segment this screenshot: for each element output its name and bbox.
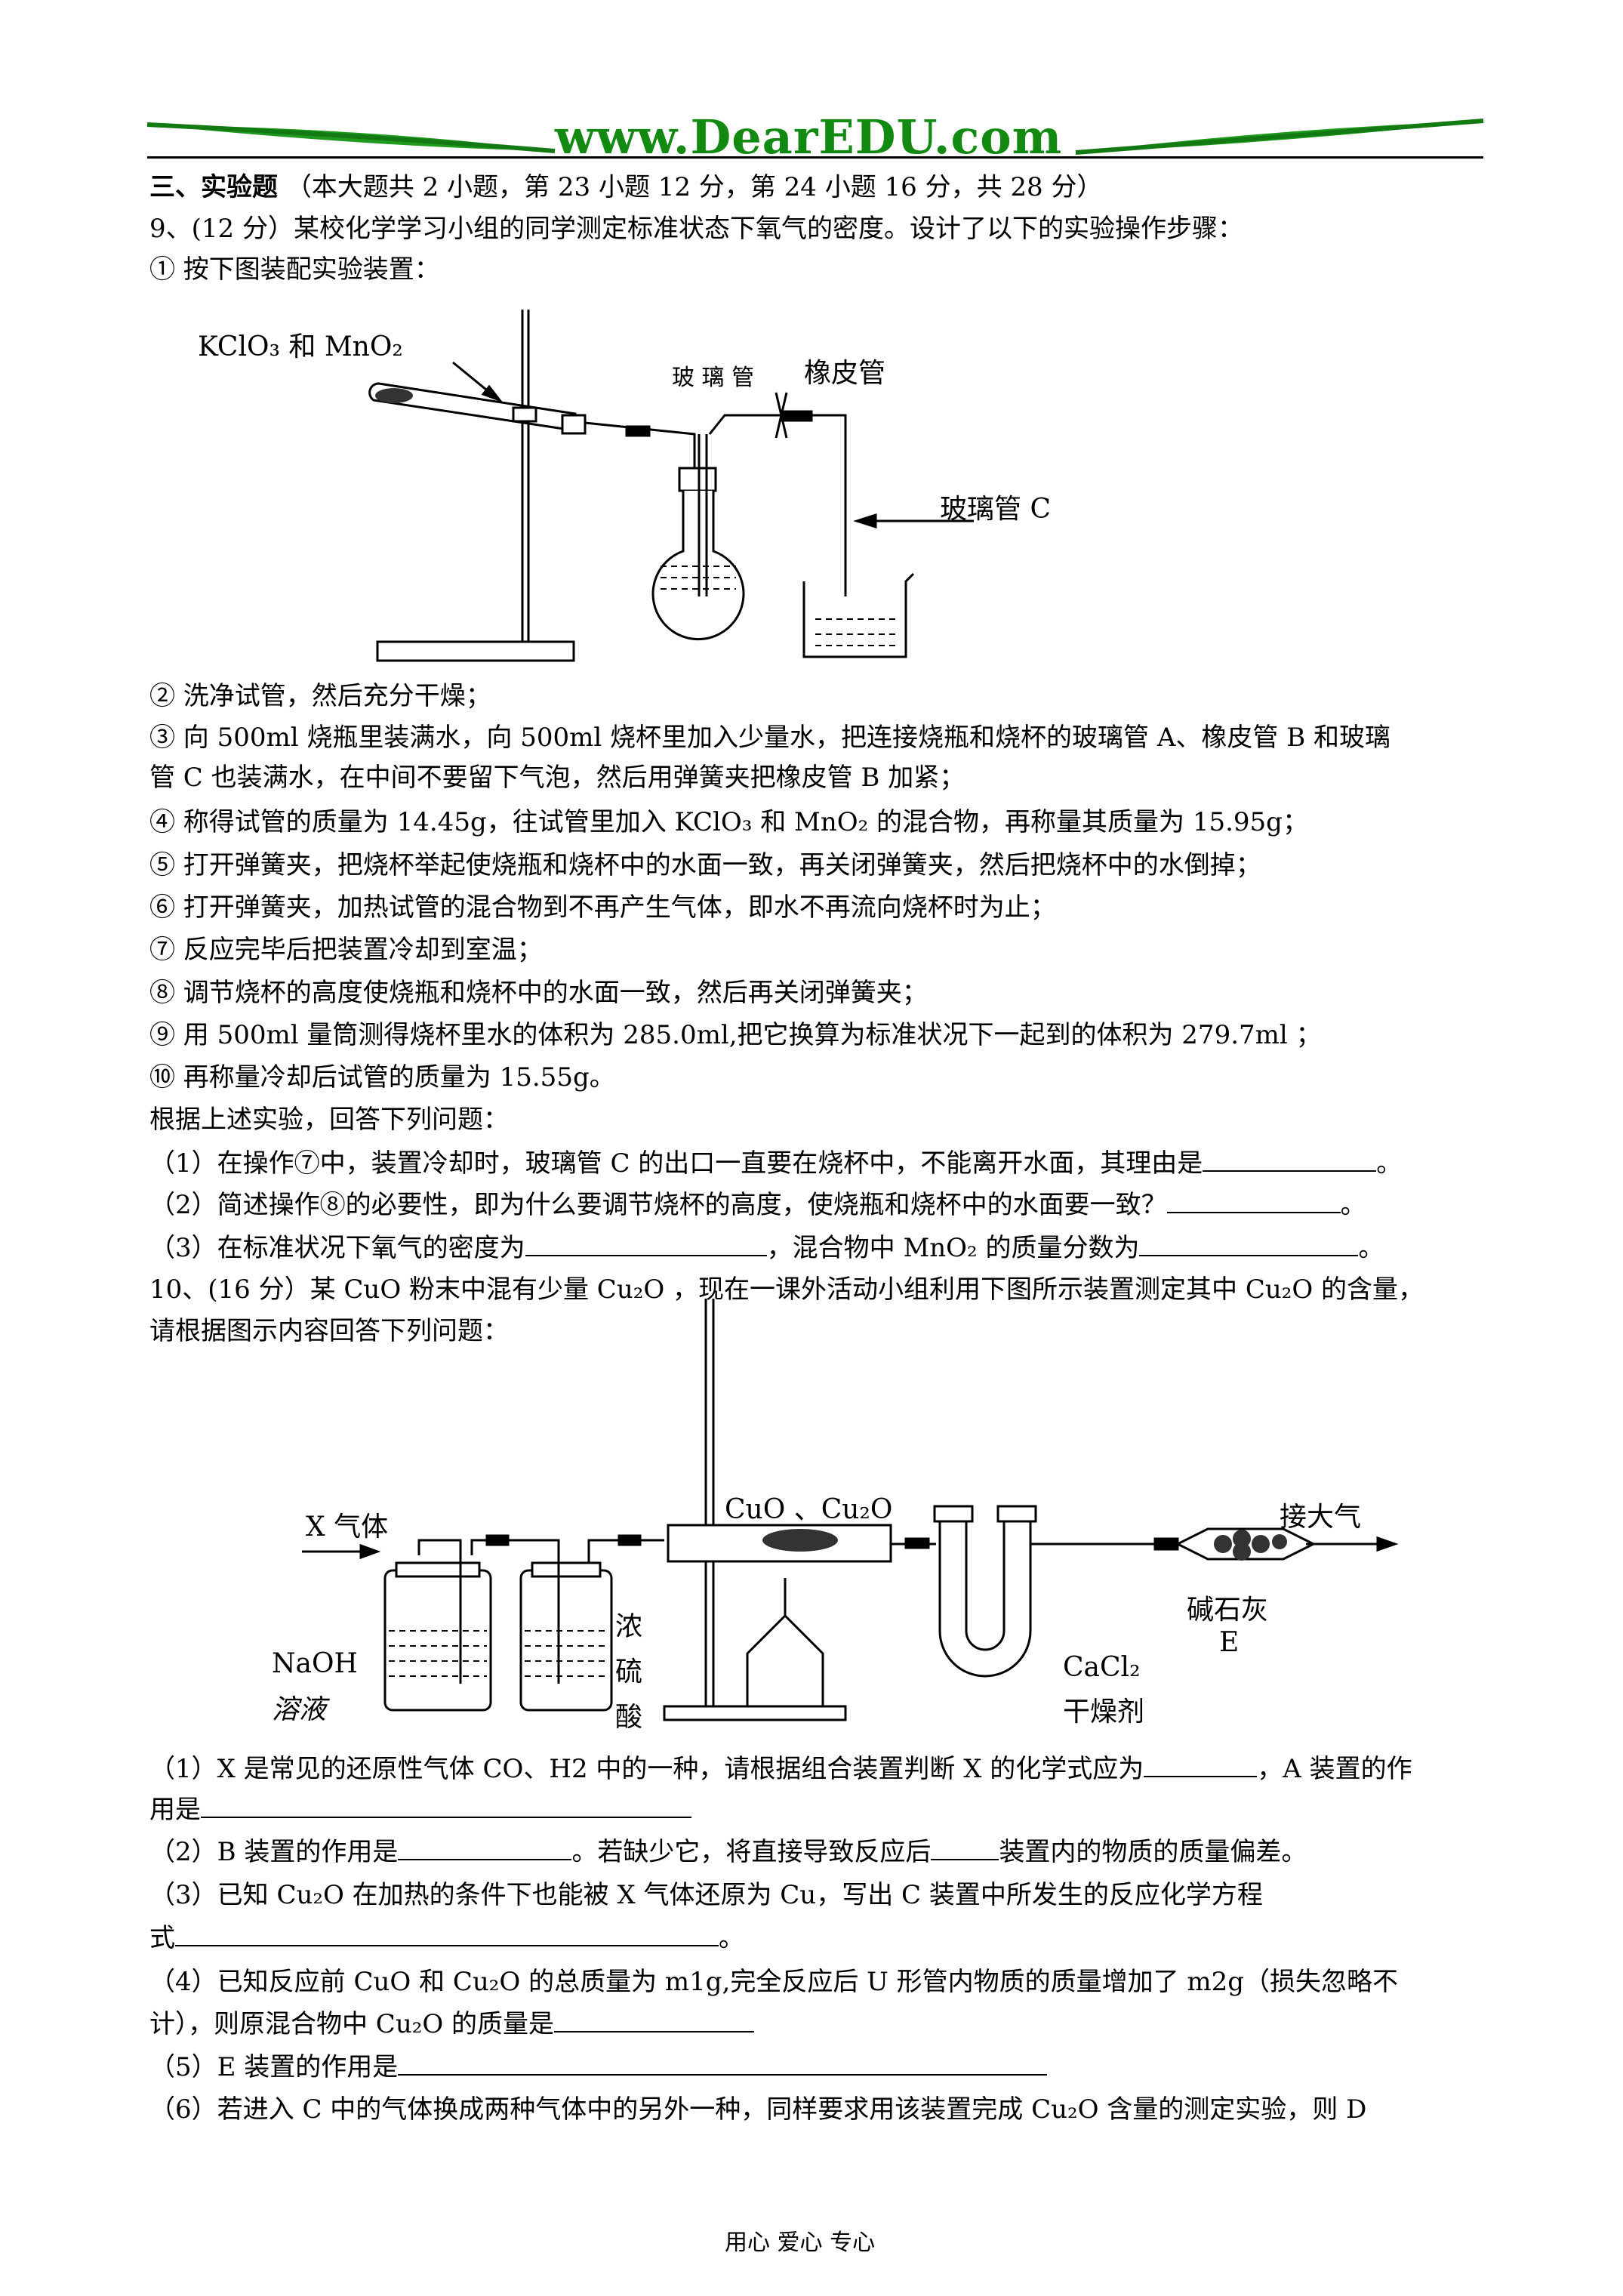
period: 。 — [1376, 1148, 1403, 1179]
answer-blank[interactable] — [554, 2008, 755, 2032]
label-e: E — [1219, 1627, 1240, 1658]
q10-question2-text-c: 装置内的物质的质量偏差。 — [999, 1837, 1307, 1867]
q10-question2: （2）B 装置的作用是 。若缺少它，将直接导致反应后 装置内的物质的质量偏差。 — [149, 1836, 1307, 1867]
q10-question1: （1）X 是常见的还原性气体 CO、H2 中的一种，请根据组合装置判断 X 的化… — [149, 1753, 1412, 1784]
footer-text: 用心 爱心 专心 — [725, 2230, 876, 2256]
label-glass-tube-c: 玻璃管 C — [940, 494, 1051, 525]
q10-question2-text-a: （2）B 装置的作用是 — [149, 1837, 399, 1867]
q9-question1: （1）在操作⑦中，装置冷却时，玻璃管 C 的出口一直要在烧杯中，不能离开水面，其… — [149, 1148, 1402, 1179]
figure-cu2o-apparatus — [302, 1299, 1399, 1721]
q10-question1-text-a: （1）X 是常见的还原性气体 CO、H2 中的一种，请根据组合装置判断 X 的化… — [149, 1754, 1144, 1784]
q9-step8: ⑧ 调节烧杯的高度使烧瓶和烧杯中的水面一致，然后再关闭弹簧夹； — [149, 978, 928, 1008]
period: 。 — [719, 1923, 744, 1953]
answer-blank[interactable] — [201, 1794, 691, 1818]
q9-question3-text-a: （3）在标准状况下氧气的密度为 — [149, 1233, 525, 1263]
q9-step1: ① 按下图装配实验装置： — [149, 254, 440, 285]
label-reagent: KClO₃ 和 MnO₂ — [198, 331, 403, 362]
figure-oxygen-apparatus — [368, 310, 974, 662]
label-conc-2: 硫 — [615, 1657, 643, 1687]
q10-question3-text-b: 式 — [149, 1923, 175, 1953]
label-glass-tube: 玻 璃 管 — [672, 365, 755, 391]
q10-intro: 10、(16 分）某 CuO 粉末中混有少量 Cu₂O ，现在一课外活动小组利用… — [149, 1274, 1424, 1305]
q10-intro2: 请根据图示内容回答下列问题： — [149, 1316, 509, 1346]
q9-step5: ⑤ 打开弹簧夹，把烧杯举起使烧瓶和烧杯中的水面一致，再关闭弹簧夹，然后把烧杯中的… — [149, 850, 1261, 880]
section-note: （本大题共 2 小题，第 23 小题 12 分，第 24 小题 16 分，共 2… — [285, 172, 1103, 202]
q10-question1-text-b: ，A 装置的作 — [1257, 1754, 1412, 1784]
q9-step4: ④ 称得试管的质量为 14.45g，往试管里加入 KClO₃ 和 MnO₂ 的混… — [149, 807, 1308, 837]
q9-prompt: 根据上述实验，回答下列问题： — [149, 1105, 509, 1135]
q10-question3-cont: 式。 — [149, 1922, 744, 1953]
label-cuo-cu2o: CuO 、Cu₂O — [725, 1494, 893, 1525]
q10-question4: （4）已知反应前 CuO 和 Cu₂O 的总质量为 m1g,完全反应后 U 形管… — [149, 1967, 1399, 1997]
label-x-gas: X 气体 — [306, 1512, 389, 1542]
q9-question1-text: （1）在操作⑦中，装置冷却时，玻璃管 C 的出口一直要在烧杯中，不能离开水面，其… — [149, 1148, 1203, 1179]
label-naoh: NaOH — [272, 1648, 358, 1679]
answer-blank[interactable] — [1144, 1753, 1258, 1777]
label-rubber-tube: 橡皮管 — [804, 358, 886, 389]
q10-question3: （3）已知 Cu₂O 在加热的条件下也能被 X 气体还原为 Cu，写出 C 装置… — [149, 1880, 1263, 1910]
q10-question4-cont: 计），则原混合物中 Cu₂O 的质量是 — [149, 2008, 755, 2039]
q10-question2-text-b: 。若缺少它，将直接导致反应后 — [571, 1837, 932, 1867]
q9-step7: ⑦ 反应完毕后把装置冷却到室温； — [149, 935, 543, 965]
answer-blank[interactable] — [1166, 1189, 1341, 1213]
answer-blank[interactable] — [398, 2051, 1048, 2076]
answer-blank[interactable] — [398, 1836, 572, 1860]
q10-question5-text: （5）E 装置的作用是 — [149, 2052, 399, 2082]
header-divider — [147, 156, 1483, 159]
q10-question1-text-c: 用是 — [149, 1795, 201, 1825]
label-drying-agent: 干燥剂 — [1063, 1697, 1145, 1727]
answer-blank[interactable] — [1139, 1232, 1359, 1256]
q9-step9: ⑨ 用 500ml 量筒测得烧杯里水的体积为 285.0ml,把它换算为标准状况… — [149, 1020, 1322, 1050]
site-logo[interactable]: www.DearEDU.com — [555, 109, 1063, 165]
label-atmosphere: 接大气 — [1280, 1502, 1362, 1533]
q9-step10: ⑩ 再称量冷却后试管的质量为 15.55g。 — [149, 1062, 615, 1093]
q10-question6: （6）若进入 C 中的气体换成两种气体中的另外一种，同样要求用该装置完成 Cu₂… — [149, 2094, 1367, 2125]
section-title: 三、实验题 — [149, 172, 278, 202]
answer-blank[interactable] — [175, 1922, 719, 1946]
label-cacl2: CaCl₂ — [1063, 1652, 1141, 1683]
q9-question2: （2）简述操作⑧的必要性，即为什么要调节烧杯的高度，使烧瓶和烧杯中的水面要一致？… — [149, 1189, 1366, 1220]
label-soda-lime: 碱石灰 — [1187, 1595, 1269, 1626]
period: 。 — [1340, 1190, 1366, 1220]
q10-question4-text-b: 计），则原混合物中 Cu₂O 的质量是 — [149, 2009, 555, 2039]
q9-step3a: ③ 向 500ml 烧瓶里装满水，向 500ml 烧杯里加入少量水，把连接烧瓶和… — [149, 723, 1391, 753]
answer-blank[interactable] — [931, 1836, 999, 1860]
section-header: 三、实验题 （本大题共 2 小题，第 23 小题 12 分，第 24 小题 16… — [149, 172, 1102, 202]
q9-intro: 9、(12 分）某校化学学习小组的同学测定标准状态下氧气的密度。设计了以下的实验… — [149, 214, 1243, 244]
q9-step2: ② 洗净试管，然后充分干燥； — [149, 681, 491, 711]
period: 。 — [1358, 1233, 1384, 1263]
label-conc-3: 酸 — [615, 1702, 643, 1733]
q9-step6: ⑥ 打开弹簧夹，加热试管的混合物到不再产生气体，即水不再流向烧杯时为止； — [149, 892, 1056, 923]
answer-blank[interactable] — [1203, 1148, 1377, 1172]
answer-blank[interactable] — [525, 1232, 767, 1256]
label-solution: 溶液 — [272, 1694, 327, 1725]
q9-question3: （3）在标准状况下氧气的密度为 ，混合物中 MnO₂ 的质量分数为 。 — [149, 1232, 1384, 1263]
q10-question1-cont: 用是 — [149, 1794, 691, 1825]
q9-question3-text-b: ，混合物中 MnO₂ 的质量分数为 — [766, 1233, 1140, 1263]
header-logo-swoosh — [146, 119, 1484, 155]
q9-question2-text: （2）简述操作⑧的必要性，即为什么要调节烧杯的高度，使烧瓶和烧杯中的水面要一致？ — [149, 1190, 1167, 1220]
q10-question5: （5）E 装置的作用是 — [149, 2051, 1048, 2082]
q9-step3b: 管 C 也装满水，在中间不要留下气泡，然后用弹簧夹把橡皮管 B 加紧； — [149, 763, 965, 793]
label-conc-1: 浓 — [615, 1611, 643, 1642]
